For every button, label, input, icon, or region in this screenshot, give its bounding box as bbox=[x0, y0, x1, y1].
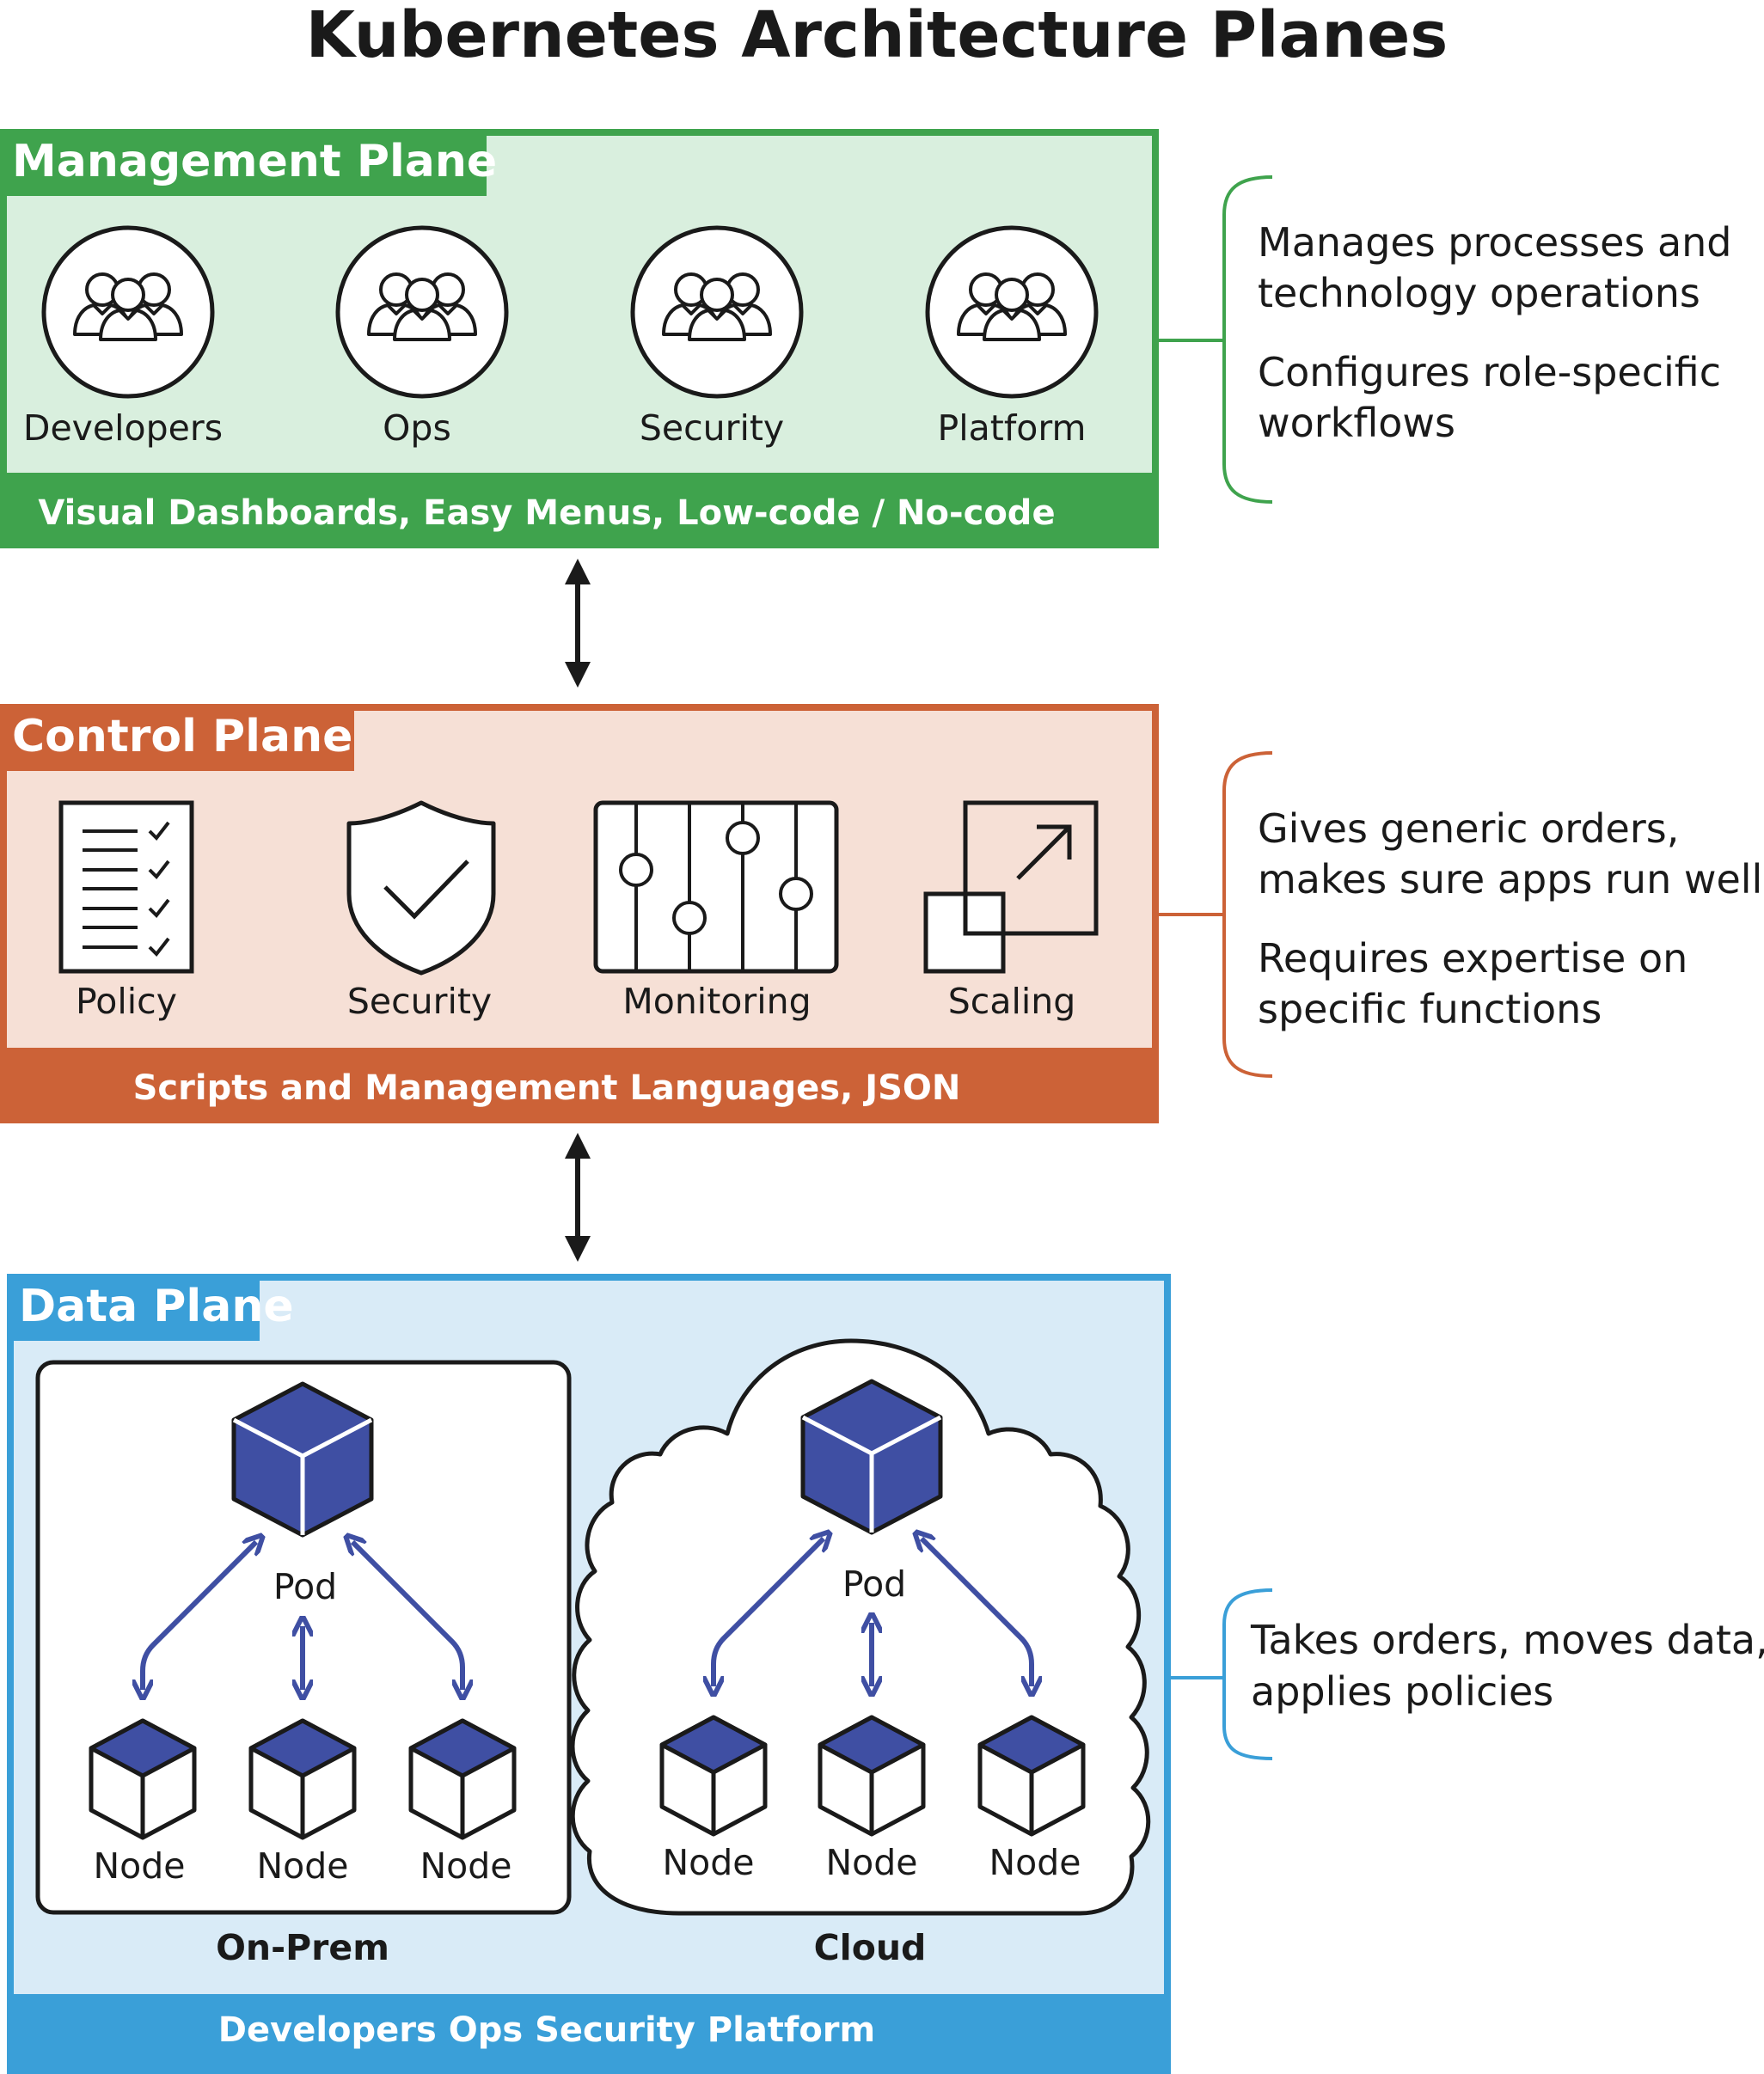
component-label-scaling: Scaling bbox=[948, 981, 1076, 1022]
on-prem-cluster: Pod Node Node Node On-Prem bbox=[35, 1360, 572, 1968]
node-cube-icon bbox=[820, 1717, 923, 1834]
cloud-pod-label: Pod bbox=[842, 1563, 906, 1605]
ops-role: Ops bbox=[335, 225, 509, 449]
management-plane-title: Management Plane bbox=[12, 136, 497, 187]
component-label-security: Security bbox=[347, 981, 492, 1022]
control-note-line-1: Gives generic orders, bbox=[1258, 805, 1679, 852]
control-notes: Gives generic orders, makes sure apps ru… bbox=[1159, 751, 1762, 1078]
people-group-icon bbox=[75, 274, 181, 340]
security-role: Security bbox=[630, 225, 804, 449]
shield-check-icon bbox=[346, 800, 496, 976]
node-cube-icon bbox=[662, 1717, 765, 1834]
management-plane: Management Plane Visual Dashboards, Easy… bbox=[0, 129, 1159, 548]
cloud-node-label: Node bbox=[825, 1842, 917, 1883]
component-label-policy: Policy bbox=[76, 981, 177, 1022]
page-title: Kubernetes Architecture Planes bbox=[306, 0, 1449, 72]
checklist-icon bbox=[58, 800, 194, 974]
node-cube-icon bbox=[251, 1721, 354, 1838]
control-plane-title: Control Plane bbox=[12, 711, 352, 762]
cloud-node-label: Node bbox=[989, 1842, 1081, 1883]
cloud-label: Cloud bbox=[814, 1927, 927, 1968]
data-note-line-1: Takes orders, moves data, bbox=[1250, 1617, 1764, 1663]
on-prem-node-label: Node bbox=[420, 1845, 511, 1887]
management-notes: Manages processes and technology operati… bbox=[1159, 175, 1732, 504]
platform-role: Platform bbox=[925, 225, 1099, 449]
on-prem-node-label: Node bbox=[256, 1845, 348, 1887]
data-note-line-2: applies policies bbox=[1251, 1668, 1553, 1715]
on-prem-node-label: Node bbox=[93, 1845, 185, 1887]
control-note-line-4: specific functions bbox=[1258, 986, 1602, 1032]
data-plane-title: Data Plane bbox=[19, 1281, 294, 1332]
node-cube-icon bbox=[980, 1717, 1083, 1834]
data-notes: Takes orders, moves data, applies polici… bbox=[1167, 1588, 1764, 1760]
sliders-icon bbox=[593, 800, 839, 974]
role-label-ops: Ops bbox=[383, 407, 451, 449]
management-note-line-4: workflows bbox=[1258, 400, 1455, 446]
management-note-line-1: Manages processes and bbox=[1258, 219, 1732, 266]
security-component: Security bbox=[346, 800, 496, 1022]
policy-component: Policy bbox=[58, 800, 194, 1022]
component-label-monitoring: Monitoring bbox=[622, 981, 811, 1022]
data-plane: Data Plane Developers Ops Security Platf… bbox=[7, 1274, 1171, 2074]
scaling-component: Scaling bbox=[923, 800, 1099, 1022]
on-prem-label: On-Prem bbox=[216, 1927, 389, 1968]
node-cube-icon bbox=[411, 1721, 514, 1838]
role-label-security: Security bbox=[640, 407, 784, 449]
control-note-line-2: makes sure apps run well bbox=[1258, 856, 1762, 902]
management-note-line-3: Configures role-specific bbox=[1258, 349, 1721, 395]
monitoring-component: Monitoring bbox=[593, 800, 839, 1022]
on-prem-pod-label: Pod bbox=[273, 1566, 337, 1607]
node-cube-icon bbox=[91, 1721, 194, 1838]
control-plane: Control Plane Scripts and Management Lan… bbox=[0, 704, 1159, 1123]
developers-role: Developers bbox=[23, 225, 223, 449]
management-plane-footer: Visual Dashboards, Easy Menus, Low-code … bbox=[38, 493, 1055, 533]
role-label-developers: Developers bbox=[23, 407, 223, 449]
data-plane-footer: Developers Ops Security Platform bbox=[218, 2010, 875, 2050]
control-plane-footer: Scripts and Management Languages, JSON bbox=[133, 1068, 961, 1108]
scale-up-icon bbox=[923, 800, 1099, 974]
people-group-icon bbox=[959, 274, 1065, 340]
cloud-cluster: Pod Node Node Node Cloud bbox=[570, 1338, 1151, 1968]
role-label-platform: Platform bbox=[938, 407, 1087, 449]
management-note-line-2: technology operations bbox=[1258, 270, 1700, 316]
control-note-line-3: Requires expertise on bbox=[1258, 935, 1687, 982]
people-group-icon bbox=[664, 274, 770, 340]
cloud-node-label: Node bbox=[662, 1842, 754, 1883]
people-group-icon bbox=[369, 274, 475, 340]
